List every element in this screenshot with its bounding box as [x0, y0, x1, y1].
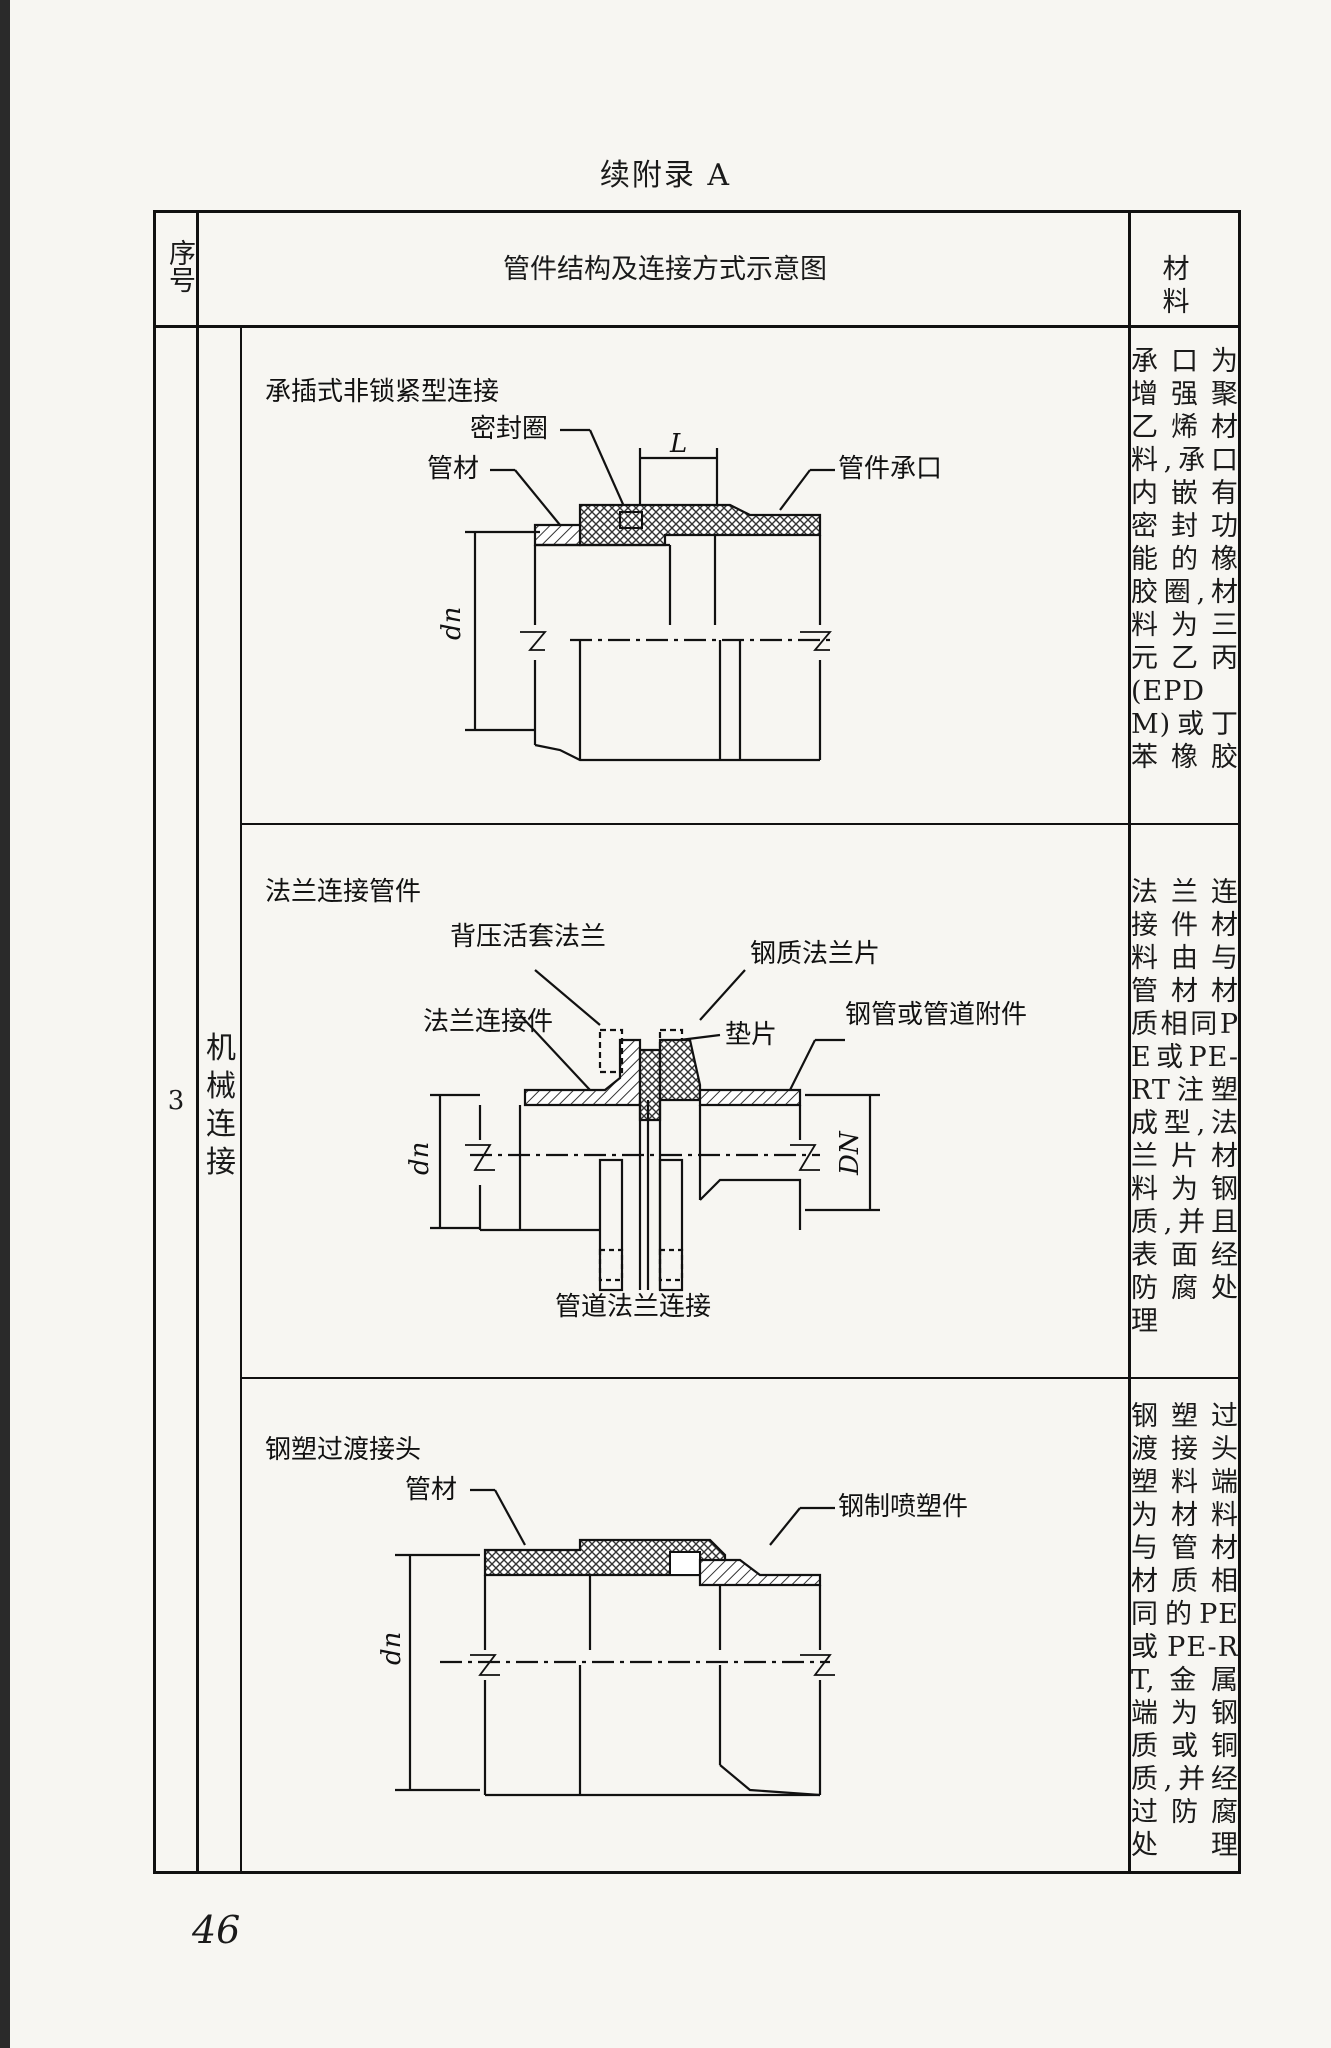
- grid-line: [1128, 210, 1131, 1874]
- socket-joint-drawing: [465, 428, 835, 762]
- transition-joint-drawing: [395, 1488, 835, 1797]
- material-text-flange: 法兰连接件材料由与管材材质相同PE或PE-RT注塑成型,法兰片材料为钢质,并且表…: [1131, 877, 1239, 1337]
- label-steel-pipe: 钢管或管道附件: [845, 1000, 1027, 1030]
- grid-line: [196, 210, 199, 1874]
- page-title: 续附录 A: [599, 158, 732, 193]
- material-text-transition: 钢塑过渡接头塑料端为材料与管材材质相同的PE或PE-RT,金属端为钢质或铜质,并…: [1131, 1401, 1239, 1861]
- label-steel-coated: 钢制喷塑件: [838, 1492, 968, 1522]
- label-gasket: 垫片: [725, 1020, 777, 1050]
- label-DN-flange: DN: [835, 1130, 865, 1176]
- appendix-table: [153, 210, 1241, 1874]
- material-text-socket: 承口为增强聚乙烯材料,承口内嵌有密封功能的橡胶圈,材料为三元乙丙(EPDM)或丁…: [1131, 346, 1239, 773]
- label-length: L: [669, 429, 687, 459]
- label-seal-ring: 密封圈: [470, 414, 548, 444]
- grid-line: [240, 325, 242, 1874]
- label-pipe: 管材: [427, 454, 479, 484]
- label-backing-flange: 背压活套法兰: [450, 922, 606, 952]
- diagram-title-transition: 钢塑过渡接头: [265, 1435, 421, 1465]
- row-number: 3: [167, 1086, 185, 1116]
- label-dn-transition: dn: [377, 1632, 407, 1665]
- label-pipe-transition: 管材: [405, 1475, 457, 1505]
- label-pipe-flange: 管道法兰连接: [555, 1292, 711, 1322]
- scan-edge: [0, 0, 10, 2048]
- page-number: 46: [192, 1908, 241, 1952]
- label-socket: 管件承口: [838, 454, 942, 484]
- label-dn-socket: dn: [437, 607, 467, 640]
- row-category: 机械连接: [206, 1031, 236, 1180]
- label-steel-flange: 钢质法兰片: [750, 939, 880, 969]
- flange-joint-drawing: [430, 969, 880, 1292]
- grid-line: [153, 325, 1241, 328]
- header-material: 材 料: [1162, 254, 1208, 318]
- grid-line: [240, 1377, 1241, 1379]
- diagram-title-socket: 承插式非锁紧型连接: [265, 377, 499, 407]
- diagram-title-flange: 法兰连接管件: [265, 877, 421, 907]
- header-diagram: 管件结构及连接方式示意图: [503, 254, 827, 285]
- header-seq: 序号: [164, 239, 195, 293]
- label-flange-adapter: 法兰连接件: [423, 1007, 553, 1037]
- label-dn-flange: dn: [405, 1142, 435, 1175]
- grid-line: [240, 823, 1241, 825]
